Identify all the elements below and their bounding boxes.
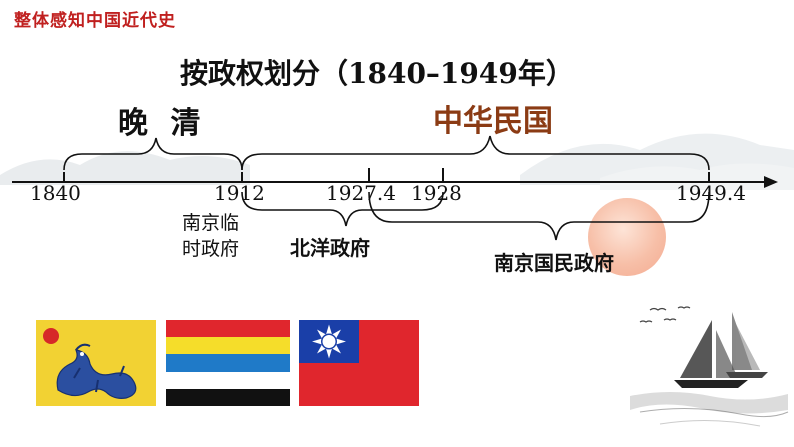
era-label-roc: 中华民国 [433,104,553,139]
year-1840: 1840 [30,181,81,205]
label-nanjing-national: 南京国民政府 [494,251,614,275]
era-label-qing: 晚 清 [118,106,207,141]
five-color-flag [166,320,290,407]
stripe-white [166,371,290,389]
label-beiyang: 北洋政府 [290,236,370,260]
yellow-dragon-flag [36,320,156,406]
axis-arrow [764,176,778,188]
year-1928: 1928 [411,181,462,205]
brace-nanjing-national [368,191,710,241]
year-1949: 1949.4 [676,181,746,205]
label-nanjing-provisional-line2: 时政府 [182,238,240,260]
stripe-yellow [166,337,290,355]
brace-roc [241,135,710,171]
main-title: 按政权划分（1840–1949年） [180,57,574,90]
blue-sky-red-earth-flag [299,320,419,406]
stripe-red [166,320,290,338]
brace-qing [63,137,243,171]
stripe-black [166,388,290,407]
decorative-sun [588,198,666,276]
slide-title: 整体感知中国近代史 [14,11,176,31]
year-1912: 1912 [214,181,265,205]
stripe-blue [166,354,290,372]
label-nanjing-provisional-line1: 南京临 [182,212,240,234]
year-1927: 1927.4 [326,181,396,205]
brace-beiyang [241,191,444,227]
red-pearl-icon [43,328,59,344]
sailboat-ink-illustration [630,306,789,427]
white-sun-icon [312,324,346,359]
label-nanjing-provisional: 南京临 时政府 [182,210,254,262]
